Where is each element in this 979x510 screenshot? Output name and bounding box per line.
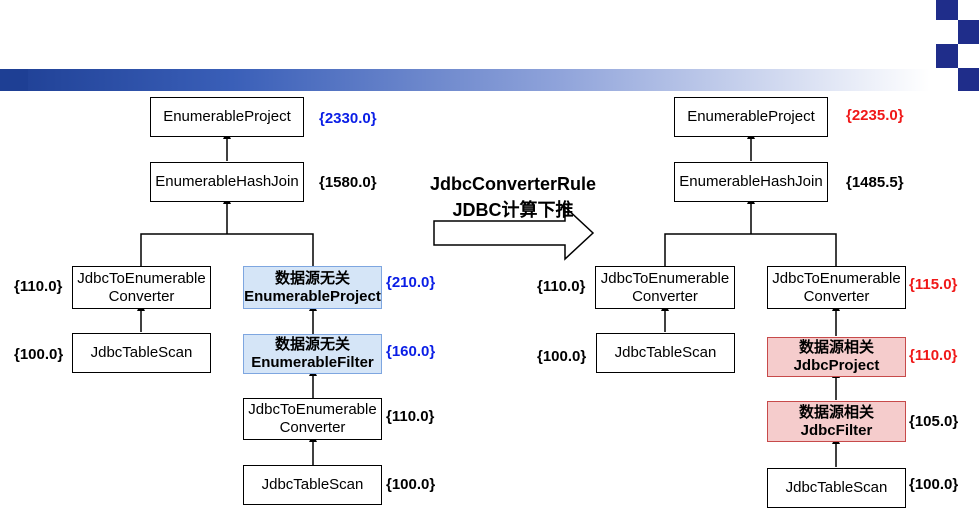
right-tablescan-cost-a: {100.0}	[537, 348, 587, 365]
right-project-cost: {2235.0}	[846, 107, 904, 124]
right-tablescan-node-b: JdbcTableScan	[767, 468, 906, 508]
right-converter-cost-a: {110.0}	[537, 278, 586, 295]
deco-square	[936, 44, 958, 68]
left-hashjoin-cost: {1580.0}	[319, 174, 377, 191]
left-tablescan-node-b: JdbcTableScan	[243, 465, 382, 505]
right-converter-cost-b: {115.0}	[909, 276, 958, 293]
right-converter-node-b: JdbcToEnumerable Converter	[767, 266, 906, 309]
deco-square	[958, 20, 979, 44]
right-jdbc-project-node: 数据源相关 JdbcProject	[767, 337, 906, 377]
left-enumerable-project-node: EnumerableProject	[150, 97, 304, 137]
transform-desc-label: JDBC计算下推	[452, 200, 574, 220]
left-project-cost: {2330.0}	[319, 110, 377, 127]
right-hashjoin-node: EnumerableHashJoin	[674, 162, 828, 202]
left-independent-filter-cost: {160.0}	[386, 343, 436, 360]
left-converter-cost-a: {110.0}	[14, 278, 63, 295]
right-tablescan-node-a: JdbcTableScan	[596, 333, 735, 373]
right-enumerable-project-node: EnumerableProject	[674, 97, 828, 137]
transform-rule-label: JdbcConverterRule	[429, 174, 597, 194]
edge-left-join-bracket	[140, 233, 314, 266]
right-jdbc-project-cost: {110.0}	[909, 347, 958, 364]
left-independent-project-node: 数据源无关 EnumerableProject	[243, 266, 382, 309]
left-hashjoin-node: EnumerableHashJoin	[150, 162, 304, 202]
header-banner-edge	[0, 69, 28, 91]
deco-square	[958, 68, 979, 91]
left-tablescan-cost-a: {100.0}	[14, 346, 64, 363]
left-independent-filter-node: 数据源无关 EnumerableFilter	[243, 334, 382, 374]
right-jdbc-filter-cost: {105.0}	[909, 413, 959, 430]
left-tablescan-cost-b: {100.0}	[386, 476, 436, 493]
transform-arrow-icon	[433, 205, 595, 261]
left-converter-cost-b: {110.0}	[386, 408, 435, 425]
left-converter-node-a: JdbcToEnumerable Converter	[72, 266, 211, 309]
right-tablescan-cost-b: {100.0}	[909, 476, 959, 493]
right-hashjoin-cost: {1485.5}	[846, 174, 904, 191]
left-independent-project-cost: {210.0}	[386, 274, 436, 291]
right-converter-node-a: JdbcToEnumerable Converter	[595, 266, 735, 309]
edge-right-join-bracket	[664, 233, 837, 266]
left-converter-node-b: JdbcToEnumerable Converter	[243, 398, 382, 440]
right-jdbc-filter-node: 数据源相关 JdbcFilter	[767, 401, 906, 442]
left-tablescan-node-a: JdbcTableScan	[72, 333, 211, 373]
header-banner	[0, 69, 930, 91]
deco-square	[936, 0, 958, 20]
